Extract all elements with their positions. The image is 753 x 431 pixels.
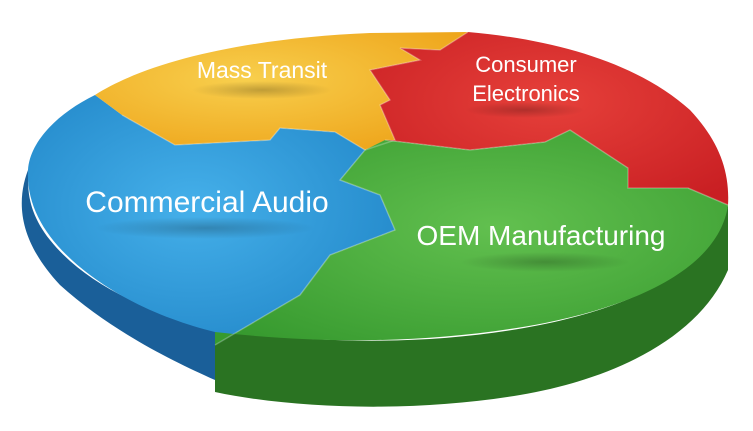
side-blue <box>21 165 215 380</box>
segment-oem-manufacturing <box>215 130 728 345</box>
label-consumer-line1: Consumer <box>475 52 576 77</box>
shadow-mass <box>192 81 332 99</box>
label-mass-transit: Mass Transit <box>197 57 328 83</box>
side-green <box>215 205 728 407</box>
label-commercial-audio: Commercial Audio <box>85 186 328 219</box>
label-consumer-line2: Electronics <box>472 81 580 106</box>
shadow-commercial <box>95 217 315 239</box>
segment-consumer-electronics <box>370 32 729 205</box>
label-oem-manufacturing: OEM Manufacturing <box>417 220 666 251</box>
segment-seams <box>121 31 729 346</box>
shadow-oem <box>460 252 630 272</box>
pie-side-walls <box>21 165 728 407</box>
shadow-consumer <box>465 102 585 118</box>
